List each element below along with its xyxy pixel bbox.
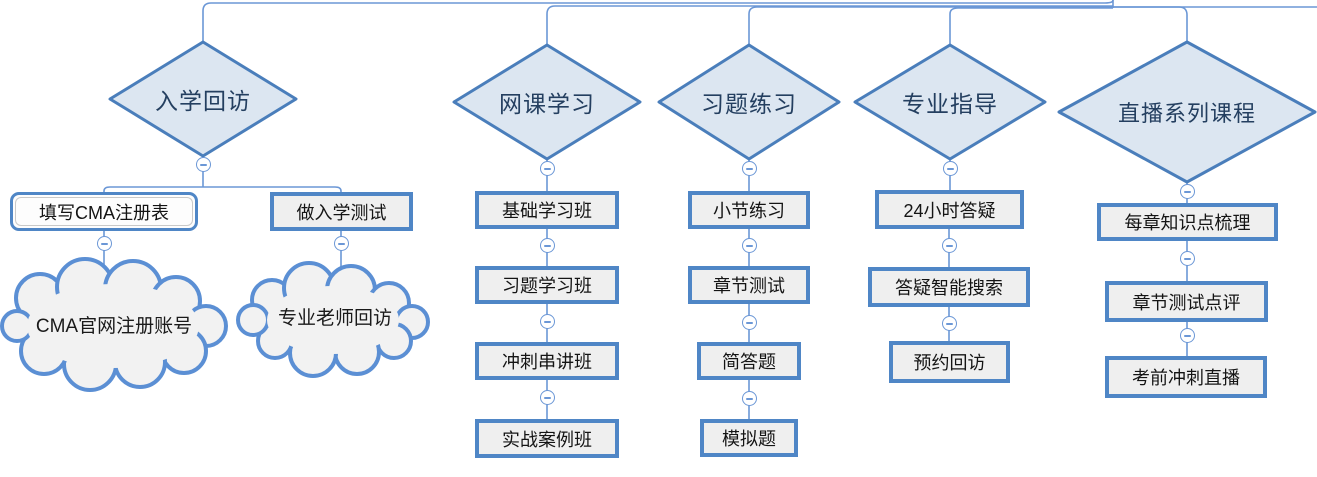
topic-basic-class[interactable]: 基础学习班 [475, 191, 619, 229]
collapse-icon[interactable] [942, 238, 957, 253]
callout-cma-account[interactable]: CMA官网注册账号 [35, 315, 193, 337]
collapse-icon[interactable] [742, 238, 757, 253]
cloud-shape-teacher-callback [236, 261, 430, 378]
collapse-icon[interactable] [1180, 251, 1195, 266]
collapse-icon[interactable] [1180, 184, 1195, 199]
topic-qa-smart-search[interactable]: 答疑智能搜索 [868, 267, 1030, 307]
collapse-icon[interactable] [1180, 328, 1195, 343]
collapse-icon[interactable] [742, 391, 757, 406]
topic-mock-questions[interactable]: 模拟题 [700, 419, 798, 457]
topic-preexam-sprint-live[interactable]: 考前冲刺直播 [1105, 356, 1267, 398]
topic-chapter-test[interactable]: 章节测试 [688, 266, 810, 304]
collapse-icon[interactable] [942, 316, 957, 331]
topic-short-answer[interactable]: 简答题 [697, 342, 801, 380]
topic-appointment-callback[interactable]: 预约回访 [889, 341, 1010, 383]
collapse-icon[interactable] [196, 157, 211, 172]
diamond-shape-live-series [1057, 40, 1317, 184]
collapse-icon[interactable] [742, 315, 757, 330]
topic-section-exercise[interactable]: 小节练习 [688, 191, 810, 229]
collapse-icon[interactable] [943, 161, 958, 176]
topic-chapter-test-review[interactable]: 章节测试点评 [1105, 281, 1268, 322]
topic-24h-qa[interactable]: 24小时答疑 [875, 190, 1024, 229]
collapse-icon[interactable] [742, 161, 757, 176]
collapse-icon[interactable] [540, 390, 555, 405]
cloud-shape-cma-account [0, 257, 228, 392]
collapse-icon[interactable] [540, 314, 555, 329]
diamond-shape-exercise-practice [657, 43, 841, 161]
topic-enrollment-visit[interactable]: 入学回访 [155, 88, 251, 114]
topic-sprint-class[interactable]: 冲刺串讲班 [475, 342, 619, 380]
collapse-icon[interactable] [540, 238, 555, 253]
topic-live-series[interactable]: 直播系列课程 [1117, 101, 1256, 126]
topic-case-class[interactable]: 实战案例班 [475, 419, 619, 458]
collapse-icon[interactable] [97, 236, 112, 251]
diamond-shape-enrollment-visit [108, 40, 298, 158]
topic-exercise-practice[interactable]: 习题练习 [701, 91, 797, 117]
topic-professional-guidance[interactable]: 专业指导 [902, 91, 998, 117]
topic-online-course[interactable]: 网课学习 [499, 91, 595, 117]
topic-chapter-knowledge-review[interactable]: 每章知识点梳理 [1097, 203, 1278, 241]
collapse-icon[interactable] [334, 236, 349, 251]
topic-fill-cma-form[interactable]: 填写CMA注册表 [10, 192, 198, 231]
collapse-icon[interactable] [540, 161, 555, 176]
diamond-shape-online-course [452, 43, 642, 161]
callout-teacher-callback[interactable]: 专业老师回访 [277, 307, 392, 329]
topic-exercise-class[interactable]: 习题学习班 [475, 266, 619, 304]
diamond-shape-professional-guidance [853, 43, 1047, 161]
topic-entrance-test[interactable]: 做入学测试 [270, 192, 413, 231]
